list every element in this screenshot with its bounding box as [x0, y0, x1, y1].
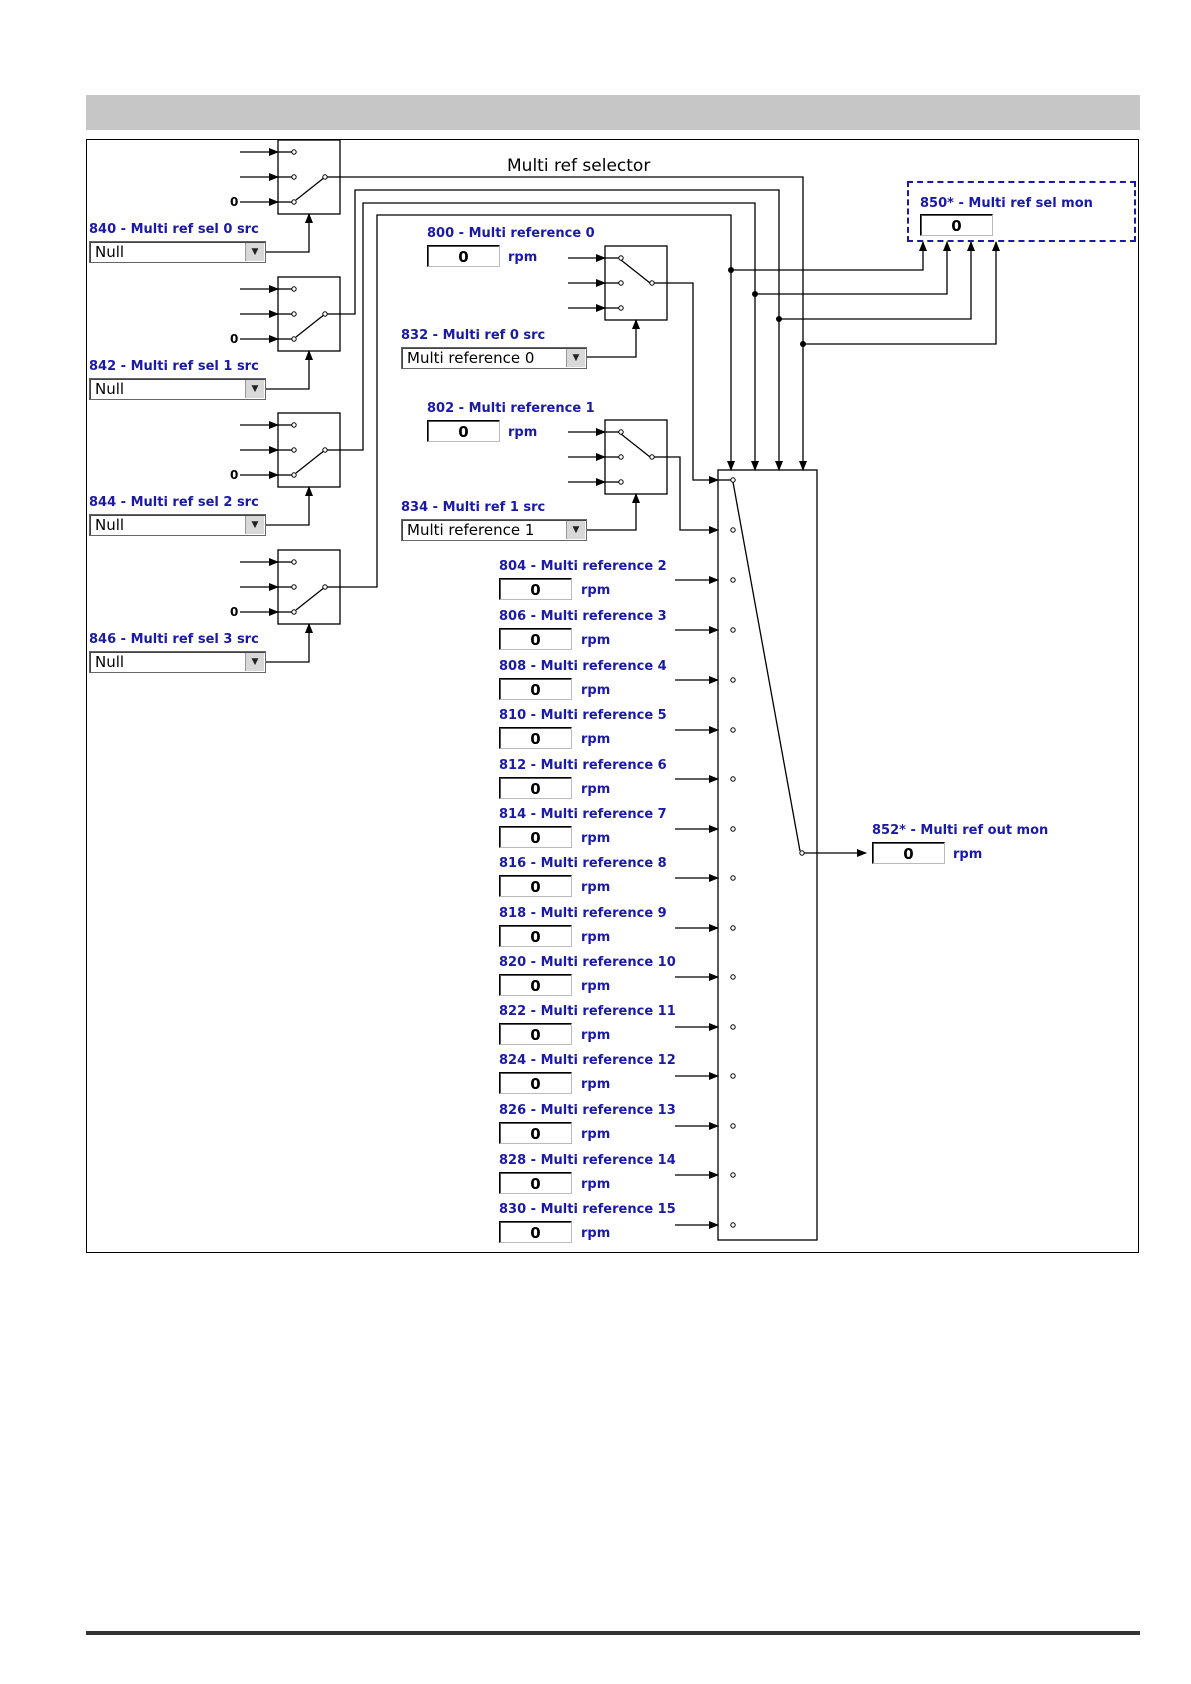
param-label-844: 844 - Multi ref sel 2 src [89, 495, 259, 510]
unit-label: rpm [581, 1226, 611, 1241]
param-label-852: 852* - Multi ref out mon [872, 823, 1049, 838]
zero-constant-label: 0 [230, 332, 239, 346]
value-field-804[interactable]: 0 [499, 578, 572, 600]
dropdown-arrow-icon[interactable]: ▼ [245, 516, 264, 534]
param-label-816: 816 - Multi reference 8 [499, 856, 667, 871]
diagram-title: Multi ref selector [507, 156, 651, 176]
dropdown-arrow-icon[interactable]: ▼ [245, 653, 264, 671]
multiplexer-block [717, 469, 818, 1241]
unit-label: rpm [581, 979, 611, 994]
param-label-802: 802 - Multi reference 1 [427, 401, 595, 416]
param-label-830: 830 - Multi reference 15 [499, 1202, 676, 1217]
unit-label: rpm [581, 880, 611, 895]
dropdown-arrow-icon[interactable]: ▼ [566, 521, 585, 539]
select-value: Null [95, 380, 125, 398]
unit-label: rpm [953, 847, 983, 862]
value-field-822[interactable]: 0 [499, 1023, 572, 1045]
param-label-826: 826 - Multi reference 13 [499, 1103, 676, 1118]
param-label-804: 804 - Multi reference 2 [499, 559, 667, 574]
unit-label: rpm [581, 583, 611, 598]
value-field-814[interactable]: 0 [499, 826, 572, 848]
value-field-800[interactable]: 0 [427, 245, 500, 267]
value-field-816[interactable]: 0 [499, 875, 572, 897]
zero-constant-label: 0 [230, 605, 239, 619]
param-label-850: 850* - Multi ref sel mon [920, 196, 1093, 211]
zero-constant-label: 0 [230, 468, 239, 482]
select-value: Multi reference 0 [407, 349, 535, 367]
value-field-806[interactable]: 0 [499, 628, 572, 650]
unit-label: rpm [581, 1077, 611, 1092]
select-840-multi-ref-sel-0-src[interactable]: Null ▼ [89, 241, 266, 263]
value-field-812[interactable]: 0 [499, 777, 572, 799]
value-field-802[interactable]: 0 [427, 420, 500, 442]
unit-label: rpm [581, 1127, 611, 1142]
param-label-812: 812 - Multi reference 6 [499, 758, 667, 773]
unit-label: rpm [581, 1177, 611, 1192]
value-field-818[interactable]: 0 [499, 925, 572, 947]
value-field-810[interactable]: 0 [499, 727, 572, 749]
select-value: Multi reference 1 [407, 521, 535, 539]
param-label-822: 822 - Multi reference 11 [499, 1004, 676, 1019]
param-label-834: 834 - Multi ref 1 src [401, 500, 546, 515]
sel-monitor-box [907, 181, 1136, 242]
dropdown-arrow-icon[interactable]: ▼ [245, 380, 264, 398]
param-label-818: 818 - Multi reference 9 [499, 906, 667, 921]
footer-line [86, 1631, 1140, 1635]
unit-label: rpm [508, 250, 538, 265]
param-label-800: 800 - Multi reference 0 [427, 226, 595, 241]
param-label-824: 824 - Multi reference 12 [499, 1053, 676, 1068]
zero-constant-label: 0 [230, 195, 239, 209]
value-field-830[interactable]: 0 [499, 1221, 572, 1243]
value-field-824[interactable]: 0 [499, 1072, 572, 1094]
unit-label: rpm [581, 782, 611, 797]
value-field-826[interactable]: 0 [499, 1122, 572, 1144]
param-label-810: 810 - Multi reference 5 [499, 708, 667, 723]
select-844-multi-ref-sel-2-src[interactable]: Null ▼ [89, 514, 266, 536]
param-label-808: 808 - Multi reference 4 [499, 659, 667, 674]
select-834-multi-ref-1-src[interactable]: Multi reference 1 ▼ [401, 519, 587, 541]
param-label-828: 828 - Multi reference 14 [499, 1153, 676, 1168]
select-842-multi-ref-sel-1-src[interactable]: Null ▼ [89, 378, 266, 400]
unit-label: rpm [581, 1028, 611, 1043]
param-label-846: 846 - Multi ref sel 3 src [89, 632, 259, 647]
param-label-832: 832 - Multi ref 0 src [401, 328, 546, 343]
select-value: Null [95, 243, 125, 261]
diagram-frame [86, 139, 1139, 1253]
value-field-828[interactable]: 0 [499, 1172, 572, 1194]
unit-label: rpm [581, 732, 611, 747]
value-field-808[interactable]: 0 [499, 678, 572, 700]
dropdown-arrow-icon[interactable]: ▼ [566, 349, 585, 367]
unit-label: rpm [581, 831, 611, 846]
select-value: Null [95, 516, 125, 534]
select-846-multi-ref-sel-3-src[interactable]: Null ▼ [89, 651, 266, 673]
param-label-820: 820 - Multi reference 10 [499, 955, 676, 970]
unit-label: rpm [581, 930, 611, 945]
dropdown-arrow-icon[interactable]: ▼ [245, 243, 264, 261]
unit-label: rpm [581, 683, 611, 698]
param-label-842: 842 - Multi ref sel 1 src [89, 359, 259, 374]
select-value: Null [95, 653, 125, 671]
param-label-806: 806 - Multi reference 3 [499, 609, 667, 624]
value-field-852: 0 [872, 842, 945, 864]
param-label-814: 814 - Multi reference 7 [499, 807, 667, 822]
header-bar [86, 95, 1140, 130]
unit-label: rpm [508, 425, 538, 440]
unit-label: rpm [581, 633, 611, 648]
select-832-multi-ref-0-src[interactable]: Multi reference 0 ▼ [401, 347, 587, 369]
param-label-840: 840 - Multi ref sel 0 src [89, 222, 259, 237]
value-field-820[interactable]: 0 [499, 974, 572, 996]
value-field-850: 0 [920, 214, 993, 236]
